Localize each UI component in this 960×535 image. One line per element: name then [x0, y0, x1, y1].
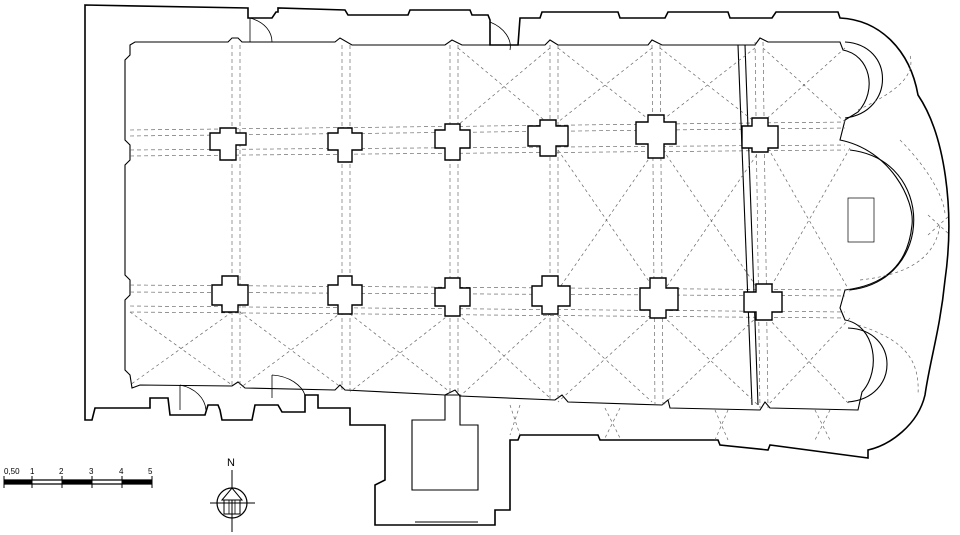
- piers: [209, 114, 783, 321]
- south-apse: [847, 327, 888, 403]
- interior-wall: [124, 37, 913, 411]
- apse-rib: [927, 214, 951, 236]
- north-label: N: [227, 457, 235, 469]
- scale-label: 4: [119, 467, 124, 476]
- porch: [411, 394, 479, 491]
- exterior-wall: [84, 4, 950, 526]
- scale-label: 1: [30, 467, 35, 476]
- vault-grid: [129, 41, 846, 409]
- scale-label: 0,50: [4, 467, 20, 476]
- apse-rib: [899, 139, 946, 216]
- apse-rib: [857, 54, 912, 111]
- north-apse: [844, 41, 883, 119]
- north-arrow-icon: N: [210, 457, 255, 532]
- scale-label: 5: [148, 467, 153, 476]
- diagonal-ribs: [129, 47, 851, 441]
- scale-bar: 0,50 1 2 3 4 5: [3, 467, 153, 488]
- doors: [179, 17, 511, 411]
- scale-label: 2: [59, 467, 64, 476]
- apse-rib: [857, 324, 919, 396]
- altar: [847, 197, 875, 243]
- scale-label: 3: [89, 467, 94, 476]
- central-apse: [849, 149, 915, 291]
- apse-rib: [859, 224, 941, 281]
